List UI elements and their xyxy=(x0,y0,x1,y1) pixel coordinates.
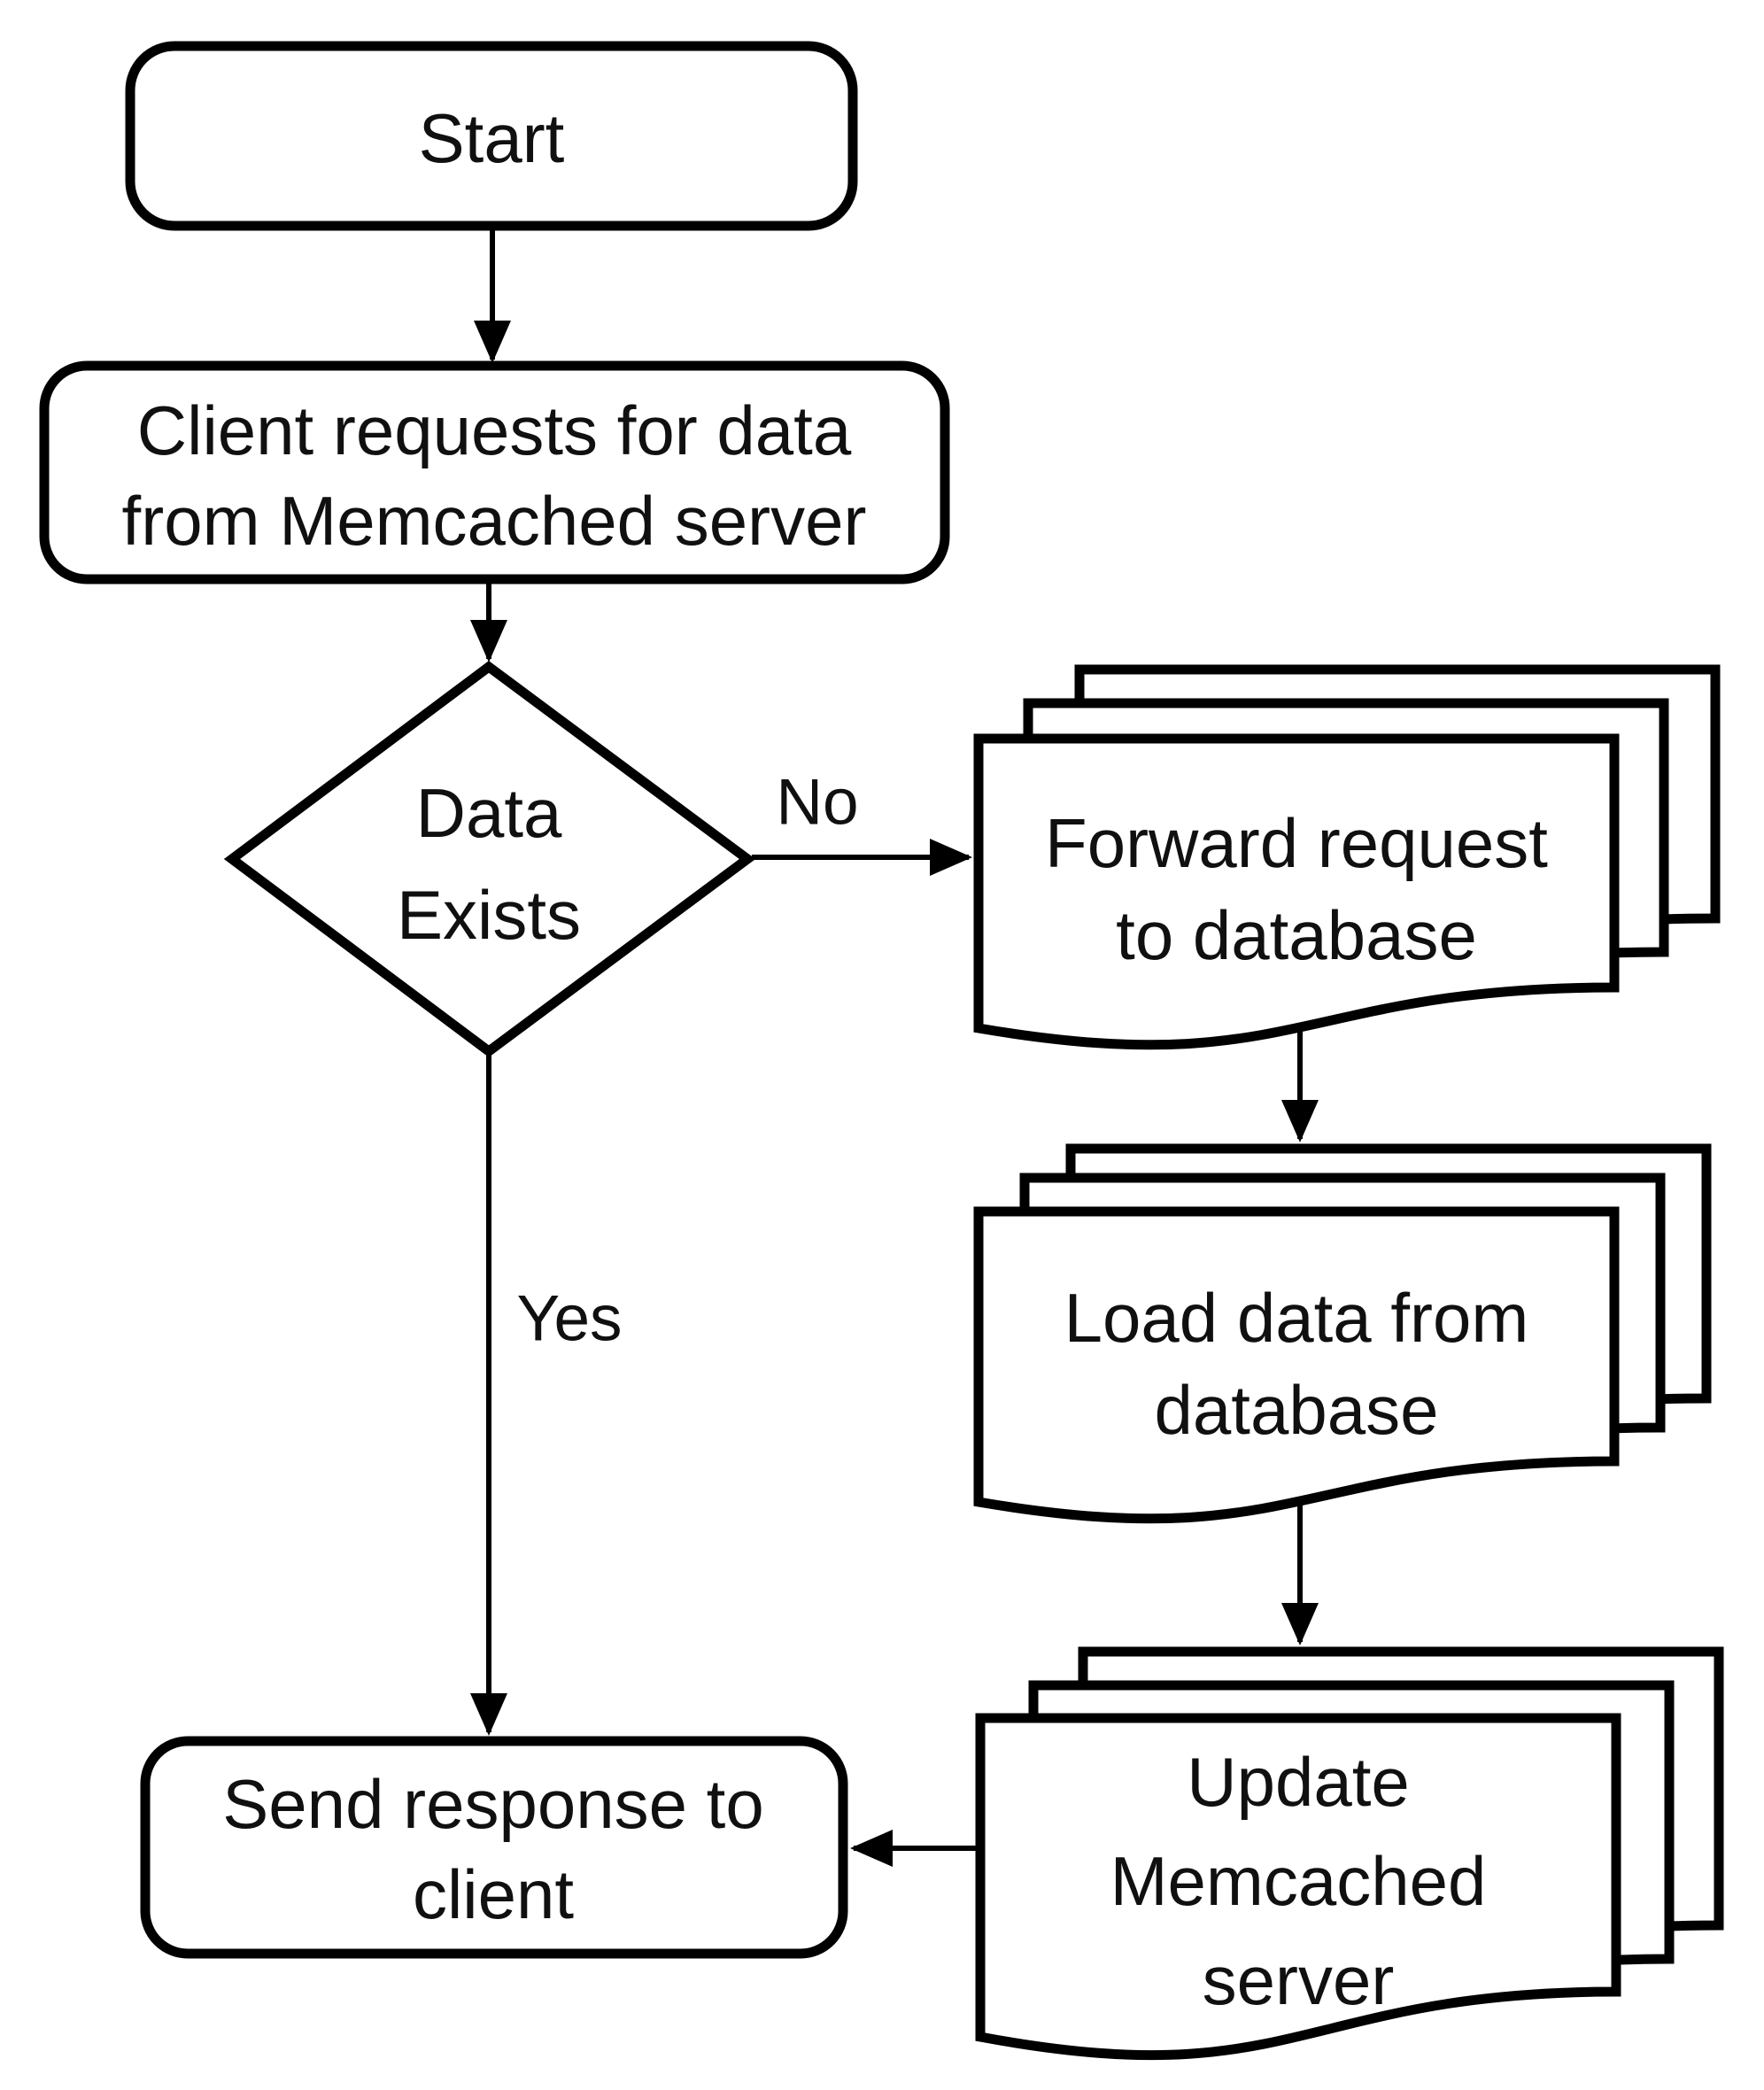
client-request-line1: Client requests for data xyxy=(137,391,852,469)
edges xyxy=(470,228,1319,1867)
load-data-document-shape xyxy=(973,1206,1620,1524)
update-server-document-shape xyxy=(975,1713,1621,2061)
node-update-server: Update Memcached server xyxy=(975,1646,1724,2061)
branch-label-yes: Yes xyxy=(516,1283,622,1355)
node-load-data: Load data from database xyxy=(973,1143,1712,1524)
client-request-node-shape xyxy=(39,360,950,584)
node-client-request: Client requests for data from Memcached … xyxy=(39,360,950,584)
forward-request-line1: Forward request xyxy=(1045,804,1548,882)
forward-request-line2: to database xyxy=(1116,896,1477,974)
update-server-line3: server xyxy=(1203,1941,1395,2019)
update-server-line2: Memcached xyxy=(1110,1842,1487,1920)
load-data-line1: Load data from xyxy=(1064,1279,1529,1357)
update-server-line1: Update xyxy=(1187,1743,1410,1821)
forward-request-document-shape xyxy=(973,733,1620,1050)
data-exists-line1: Data xyxy=(416,774,562,852)
data-exists-diamond-shape xyxy=(223,661,756,1057)
branch-label-no: No xyxy=(776,767,858,839)
data-exists-line2: Exists xyxy=(397,876,581,954)
node-start: Start xyxy=(125,41,858,231)
load-data-line2: database xyxy=(1155,1371,1439,1449)
node-send-response: Send response to client xyxy=(140,1736,848,1959)
start-node-label: Start xyxy=(419,99,565,177)
node-data-exists-decision: Data Exists xyxy=(223,661,756,1057)
start-node-shape xyxy=(125,41,858,231)
send-response-line2: client xyxy=(413,1855,574,1933)
send-response-line1: Send response to xyxy=(222,1765,763,1843)
send-response-node-shape xyxy=(140,1736,848,1959)
client-request-line2: from Memcached server xyxy=(122,482,867,560)
node-forward-request: Forward request to database xyxy=(973,664,1721,1050)
